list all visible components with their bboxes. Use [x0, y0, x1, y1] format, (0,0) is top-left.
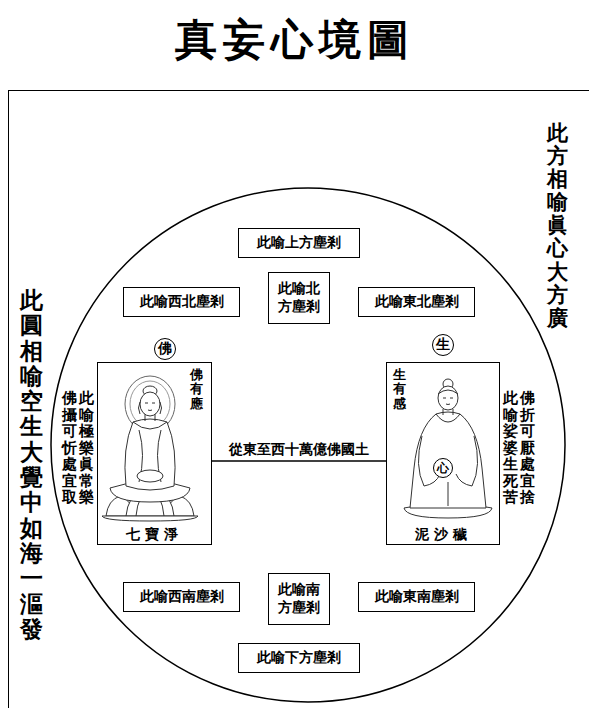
text-holder: 此方相喻眞心大方廣	[547, 122, 568, 330]
heart-circle: 心	[433, 458, 453, 478]
vertical-caption: 佛有應	[190, 368, 203, 411]
panel-caption: 七寶淨	[126, 527, 183, 542]
side-note: 此喻娑婆生死苦	[503, 390, 518, 506]
direction-box: 此喻東北塵剎	[358, 287, 475, 317]
box-label: 此喻東南塵剎	[375, 588, 459, 606]
vertical-caption: 此圓相喻空生大覺中如海一漚發	[20, 288, 43, 642]
connector-part	[212, 461, 386, 462]
side-note: 此喻極樂眞常樂	[79, 390, 94, 506]
direction-box: 此喻上方塵剎	[238, 228, 360, 258]
box-label: 此喻北 方塵剎	[275, 280, 323, 316]
side-note-holder: 此喻娑婆生死苦	[503, 390, 518, 506]
text-holder: 泥沙穢	[387, 525, 499, 544]
direction-box: 此喻西南塵剎	[123, 582, 240, 612]
buddha-panel: 佛有應七寶淨	[97, 362, 212, 545]
edge-label-holder: 從東至西十萬億佛國土	[189, 440, 409, 459]
circled-badge: 生	[432, 334, 454, 356]
direction-box: 此喻東南塵剎	[358, 582, 475, 612]
direction-box: 此喻北 方塵剎	[268, 272, 330, 324]
edge-label: 從東至西十萬億佛國土	[227, 442, 371, 457]
side-note-holder: 佛攝可忻處宜取	[62, 390, 77, 506]
sentient-being-figure	[404, 379, 492, 518]
being-panel: 生有感泥沙穢 心	[386, 362, 500, 545]
box-label: 此喻西北塵剎	[140, 293, 224, 311]
sentient-being-figure-part	[410, 412, 486, 508]
sentient-being-figure-part	[443, 398, 453, 405]
circled-char: 心	[437, 462, 449, 474]
buddha-figure-part	[125, 419, 175, 490]
text-holder: 七寶淨	[98, 525, 211, 544]
buddha-figure	[102, 376, 198, 521]
side-note-holder: 佛折可厭處宜捨	[520, 390, 535, 506]
direction-box: 此喻南 方塵剎	[268, 573, 330, 625]
buddha-figure-part	[102, 516, 198, 521]
side-note: 佛折可厭處宜捨	[520, 390, 535, 506]
sentient-being-figure-part	[438, 386, 458, 410]
text-holder: 此圓相喻空生大覺中如海一漚發	[20, 288, 43, 642]
direction-box: 此喻下方塵剎	[238, 643, 360, 673]
side-note-holder: 此喻極樂眞常樂	[79, 390, 94, 506]
buddha-figure-part	[133, 422, 167, 482]
text-holder: 生有感	[393, 368, 406, 411]
sentient-being-figure-part	[438, 390, 458, 394]
buddha-figure-part	[139, 402, 162, 414]
frame-region: 此方相喻眞心大方廣此圓相喻空生大覺中如海一漚發 此喻上方塵剎此喻北 方塵剎 此喻西北…	[8, 90, 589, 708]
circled-badge: 佛	[154, 338, 176, 360]
circle-outline	[51, 188, 565, 702]
box-label: 此喻上方塵剎	[257, 234, 341, 252]
connector-line	[212, 460, 386, 461]
box-label: 此喻下方塵剎	[257, 649, 341, 667]
buddha-figure-part	[137, 470, 163, 482]
panel-caption: 泥沙穢	[415, 527, 472, 542]
sentient-being-figure-part	[418, 436, 477, 486]
buddha-figure-part	[145, 403, 155, 411]
box-label: 此喻南 方塵剎	[275, 581, 323, 617]
box-label: 此喻西南塵剎	[140, 588, 224, 606]
box-label: 此喻東北塵剎	[375, 293, 459, 311]
direction-box: 此喻西北塵剎	[123, 287, 240, 317]
buddha-figure-part	[140, 392, 160, 416]
side-note: 佛攝可忻處宜取	[62, 390, 77, 506]
text-holder: 佛有應	[190, 368, 203, 411]
vertical-caption: 生有感	[393, 368, 406, 411]
title-holder: 真妄心境圖	[0, 12, 589, 68]
circled-char: 生	[436, 338, 450, 352]
title-text: 真妄心境圖	[175, 17, 415, 63]
circled-char: 佛	[158, 342, 172, 356]
vertical-caption: 此方相喻眞心大方廣	[547, 122, 568, 330]
